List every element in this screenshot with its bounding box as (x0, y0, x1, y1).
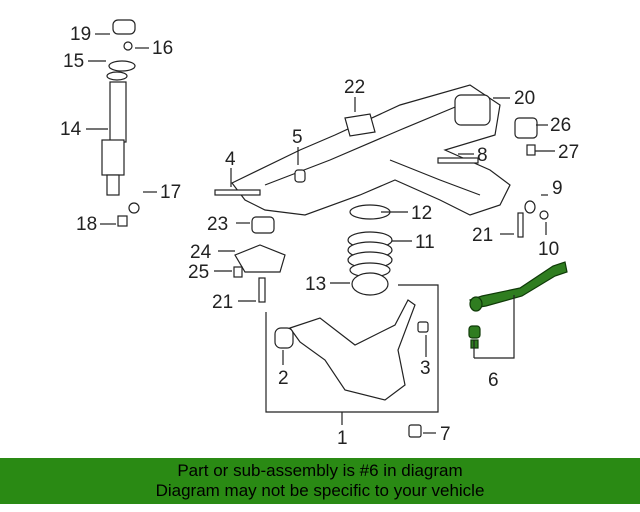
callout-5: 5 (292, 127, 303, 148)
highlighted-part-6 (468, 261, 568, 349)
callout-24: 24 (190, 242, 212, 263)
callout-18: 18 (76, 214, 97, 235)
callout-23: 23 (207, 214, 228, 235)
callout-27: 27 (558, 142, 579, 163)
callout-20: 20 (514, 88, 535, 109)
callout-21-right: 21 (472, 225, 493, 246)
callout-4: 4 (225, 149, 236, 170)
callout-16: 16 (152, 38, 173, 59)
callout-labels: 19 16 15 14 17 18 22 20 26 27 5 4 8 9 23… (60, 24, 579, 449)
callout-7: 7 (440, 424, 451, 445)
callout-15: 15 (63, 51, 84, 72)
callout-26: 26 (550, 115, 571, 136)
callout-3: 3 (420, 358, 431, 379)
callout-9: 9 (552, 178, 563, 199)
banner-line-1: Part or sub-assembly is #6 in diagram (177, 461, 463, 480)
strut-assembly (101, 19, 140, 227)
callout-11: 11 (415, 232, 435, 253)
control-arm-group (265, 284, 439, 438)
callout-2: 2 (278, 368, 289, 389)
callout-21-left: 21 (212, 292, 233, 313)
callout-14: 14 (60, 119, 82, 140)
parts-diagram: 19 16 15 14 17 18 22 20 26 27 5 4 8 9 23… (60, 19, 579, 449)
callout-12: 12 (411, 203, 432, 224)
spring-components (347, 204, 393, 296)
callout-10: 10 (538, 239, 559, 260)
callout-25: 25 (188, 262, 209, 283)
callout-1: 1 (337, 428, 348, 449)
banner-line-2: Diagram may not be specific to your vehi… (155, 481, 485, 500)
callout-17: 17 (160, 182, 181, 203)
callout-13: 13 (305, 274, 326, 295)
callout-6: 6 (488, 370, 499, 391)
subframe (214, 84, 549, 238)
leader-lines (86, 33, 555, 434)
callout-22: 22 (344, 77, 365, 98)
callout-19: 19 (70, 24, 91, 45)
info-banner: Part or sub-assembly is #6 in diagram Di… (0, 458, 640, 504)
callout-8: 8 (477, 145, 488, 166)
mounts (233, 216, 286, 303)
